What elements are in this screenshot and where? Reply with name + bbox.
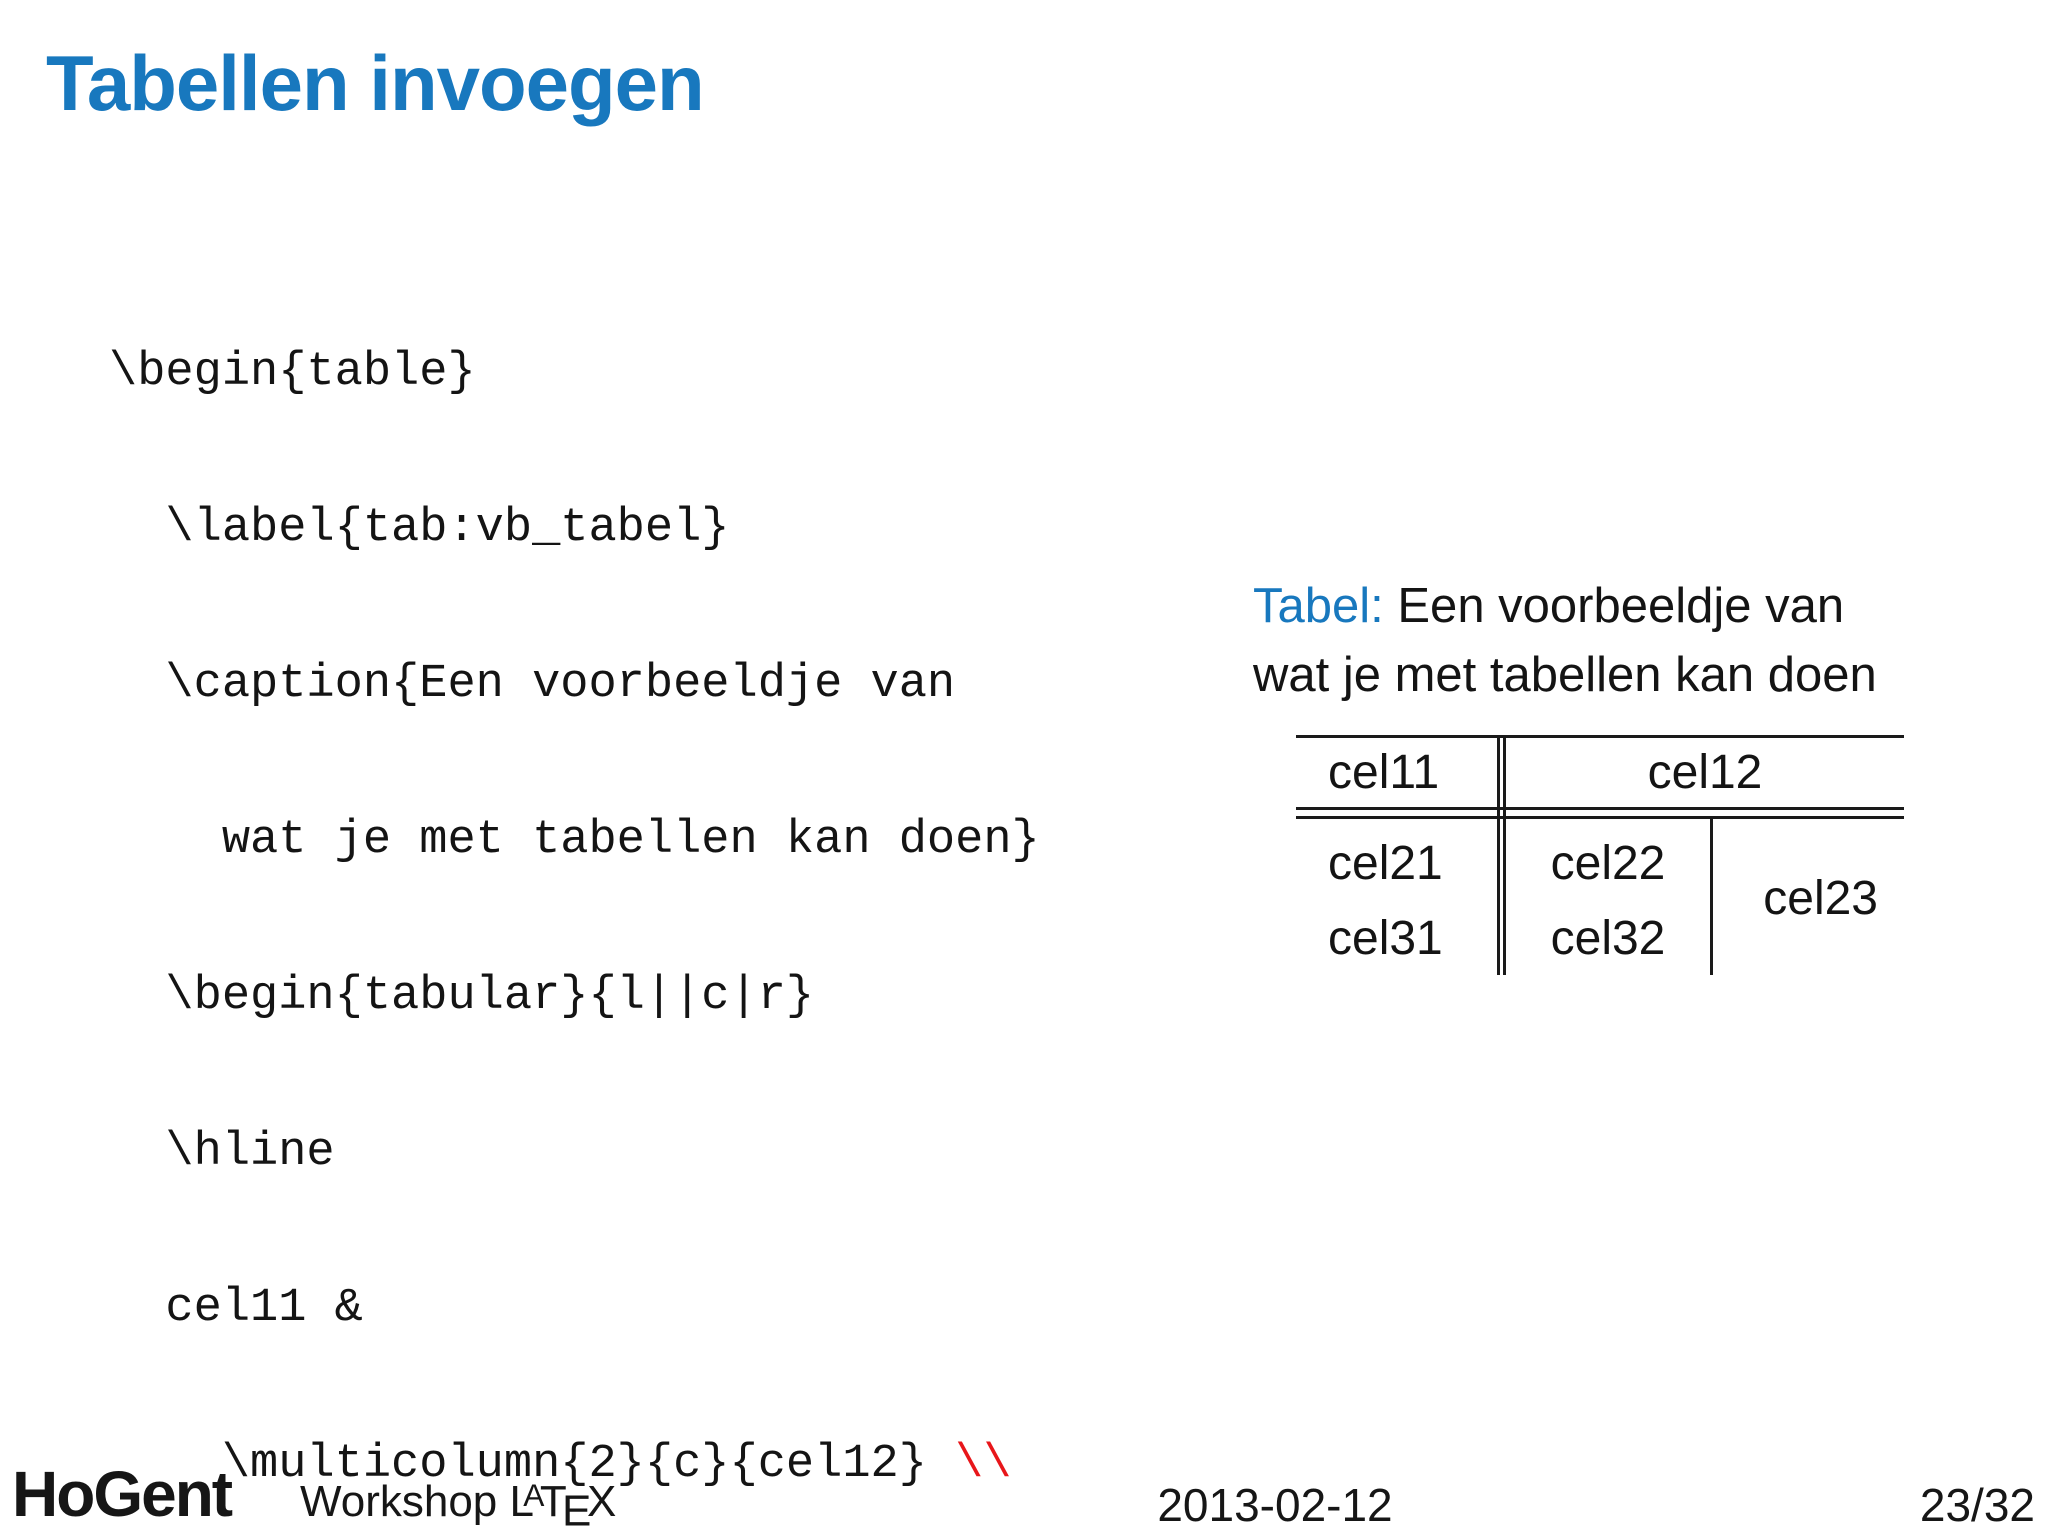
table-cell-cel32: cel32 [1550, 912, 1666, 965]
table-double-vrule-right [1503, 735, 1506, 975]
table-double-vrule-left [1497, 735, 1500, 975]
table-single-vrule [1710, 819, 1713, 975]
footer-date: 2013-02-12 [1157, 1479, 1393, 1531]
linebreak-token: \\ [955, 1438, 1012, 1491]
footer-page-counter: 23/32 [1919, 1479, 2035, 1531]
table-double-rule-lower [1296, 816, 1904, 819]
caption-line-2: wat je met tabellen kan doen [1253, 648, 1877, 702]
code-line: \label{tab:vb_tabel} [109, 502, 730, 555]
code-line: wat je met tabellen kan doen} [109, 814, 1040, 867]
hogent-logo: HoGent [12, 1458, 233, 1530]
caption-line-1: Tabel: Een voorbeeldje van [1253, 579, 1845, 633]
code-line: \begin{table} [109, 346, 476, 399]
table-double-rule-upper [1296, 807, 1904, 810]
table-cell-cel11: cel11 [1328, 746, 1440, 799]
code-line: \multicolumn{2}{c}{cel12} \\ [109, 1438, 1012, 1491]
table-cell-cel31: cel31 [1328, 912, 1443, 965]
code-line: \hline [109, 1126, 335, 1179]
table-top-rule [1296, 735, 1904, 738]
page-title: Tabellen invoegen [46, 39, 705, 127]
footer-workshop-title: Workshop LATEX [300, 1476, 617, 1536]
rendered-example-table: cel11 cel12 cel21 cel22 cel23 cel31 cel3… [1296, 735, 1904, 975]
latex-code-listing: \begin{table} \label{tab:vb_tabel} \capt… [109, 243, 1040, 1536]
table-cell-cel22: cel22 [1550, 837, 1666, 890]
code-line: cel11 & [109, 1282, 363, 1335]
table-cell-cel12: cel12 [1647, 746, 1763, 799]
code-line: \begin{tabular}{l||c|r} [109, 970, 815, 1023]
table-cell-cel21: cel21 [1328, 837, 1443, 890]
table-cell-cel23: cel23 [1763, 872, 1878, 925]
latex-wordmark: LATEX [509, 1476, 617, 1536]
table-caption: Tabel: Een voorbeeldje van wat je met ta… [1253, 572, 1877, 710]
code-line: \caption{Een voorbeeldje van [109, 658, 956, 711]
caption-label: Tabel: [1253, 579, 1384, 633]
